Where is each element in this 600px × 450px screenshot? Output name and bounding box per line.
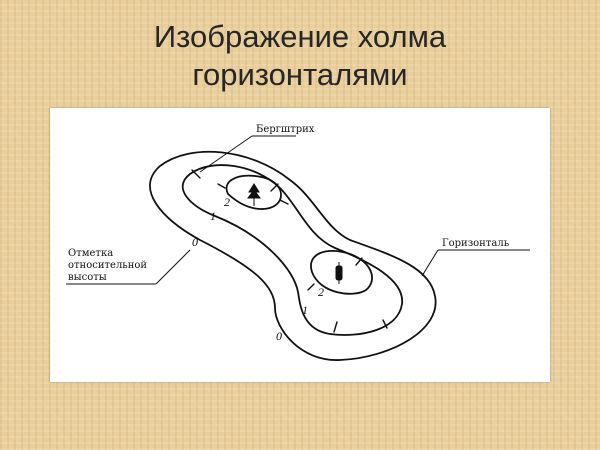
slope-tick (382, 319, 388, 329)
hill-contour-diagram: 0 1 2 2 1 0 Бергштрих Горизонталь Отметк… (50, 108, 550, 382)
contour-line-2-top (225, 174, 282, 210)
label-mark-line-1: Отметка (68, 248, 113, 259)
contour-number-inner-bottom: 2 (318, 285, 324, 299)
title-line-2: горизонталями (192, 57, 408, 92)
contour-number-middle-left: 1 (210, 209, 216, 223)
slope-tick (333, 321, 338, 333)
slope-tick (355, 257, 363, 266)
contour-line-0 (149, 150, 437, 361)
callout-leader-bergstrich (199, 135, 253, 173)
summit-marker-top (247, 183, 261, 206)
label-mark-line-2: относительной (68, 260, 147, 271)
slope-tick (307, 283, 315, 291)
contour-number-middle-bottom: 1 (302, 303, 308, 317)
label-mark-line-3: высоты (68, 272, 107, 283)
slope-tick (217, 183, 226, 189)
label-bergstrich: Бергштрих (256, 124, 315, 135)
slide-title: Изображение холма горизонталями (0, 18, 600, 94)
contour-line-2-bottom (310, 250, 373, 295)
summit-marker-bottom (335, 262, 343, 284)
label-contour: Горизонталь (442, 238, 510, 249)
title-line-1: Изображение холма (153, 19, 447, 54)
contour-line-1 (182, 164, 403, 336)
contour-number-outer-bottom: 0 (276, 329, 282, 343)
slope-tick (270, 183, 279, 192)
callout-leader-mark (155, 249, 191, 285)
contour-number-outer-left: 0 (192, 235, 198, 249)
slope-tick (279, 199, 289, 205)
slope-tick (191, 169, 201, 179)
contour-number-inner-top: 2 (224, 195, 230, 209)
callout-leader-contour (421, 249, 439, 277)
contour-map: 0 1 2 2 1 0 Бергштрих Горизонталь Отметк… (66, 124, 530, 361)
